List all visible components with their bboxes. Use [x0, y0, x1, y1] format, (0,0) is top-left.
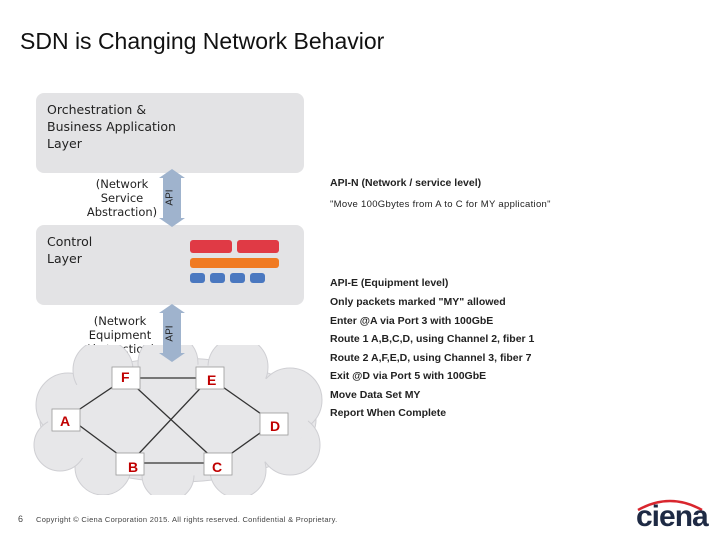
node-a-box	[51, 408, 81, 432]
control-layer-label: Control Layer	[47, 234, 93, 266]
api-equipment-label: API	[164, 325, 176, 342]
api-equipment-arrow	[159, 304, 185, 362]
node-d-label: D	[270, 418, 281, 434]
control-bar-red-2	[237, 240, 279, 253]
api-e-line-6: Move Data Set MY	[330, 389, 421, 401]
api-e-heading: API-E (Equipment level)	[330, 277, 449, 289]
network-cloud-diagram	[33, 345, 323, 495]
api-e-line-5: Exit @D via Port 5 with 100GbE	[330, 370, 487, 382]
api-e-line-3: Route 1 A,B,C,D, using Channel 2, fiber …	[330, 333, 535, 345]
node-b-box	[115, 452, 145, 476]
ciena-logo-text: ciena	[636, 500, 709, 533]
network-node-boxes	[51, 366, 289, 476]
api-e-line-2: Enter @A via Port 3 with 100GbE	[330, 315, 494, 327]
api-n-example: "Move 100Gbytes from A to C for MY appli…	[330, 199, 551, 210]
node-a-label: A	[60, 413, 71, 429]
network-service-abstraction-label: (Network Service Abstraction)	[86, 177, 158, 219]
api-service-arrow	[159, 169, 185, 227]
page-number: 6	[18, 514, 24, 524]
node-c-box	[203, 452, 233, 476]
api-n-heading: API-N (Network / service level)	[330, 177, 482, 189]
control-bar-blue-1	[190, 273, 205, 283]
ciena-logo-arc	[637, 499, 703, 512]
node-e-box	[195, 366, 225, 390]
slide-title: SDN is Changing Network Behavior	[20, 28, 385, 54]
ciena-logo: ciena	[630, 498, 710, 534]
node-d-box	[259, 412, 289, 436]
orchestration-layer-box	[36, 93, 304, 173]
control-bar-orange	[190, 258, 279, 268]
node-c-label: C	[212, 459, 223, 475]
api-e-line-7: Report When Complete	[330, 407, 447, 419]
api-e-line-4: Route 2 A,F,E,D, using Channel 3, fiber …	[330, 352, 532, 364]
link-e-b	[129, 377, 211, 464]
api-e-line-1: Only packets marked "MY" allowed	[330, 296, 506, 308]
control-bar-blue-3	[230, 273, 245, 283]
control-bar-red-1	[190, 240, 232, 253]
node-e-label: E	[207, 372, 217, 388]
link-f-c	[125, 377, 219, 464]
api-service-label: API	[164, 189, 176, 206]
control-bar-blue-4	[250, 273, 265, 283]
node-b-label: B	[128, 459, 139, 475]
orchestration-layer-label: Orchestration & Business Application Lay…	[47, 102, 176, 151]
node-f-box	[111, 366, 141, 390]
node-f-label: F	[121, 369, 130, 385]
network-cloud	[33, 345, 323, 495]
control-bar-blue-2	[210, 273, 225, 283]
copyright-footer: Copyright © Ciena Corporation 2015. All …	[36, 515, 338, 524]
